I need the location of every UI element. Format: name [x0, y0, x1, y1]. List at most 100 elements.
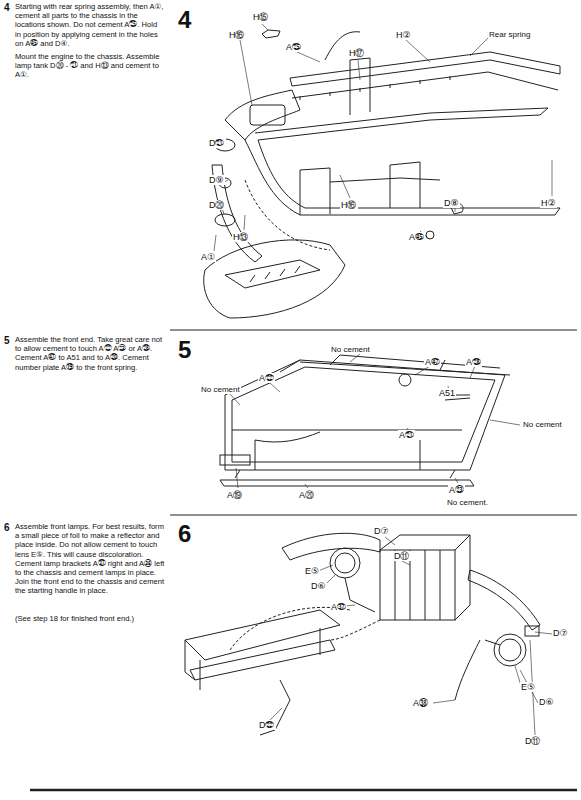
drawn-stroke	[190, 640, 335, 680]
callout-number: D㉒	[258, 720, 276, 730]
instruction-text: Mount the engine to the chassis. Assembl…	[15, 52, 165, 80]
drawn-stroke	[185, 610, 340, 660]
drawn-stroke	[220, 480, 474, 486]
drawn-stroke	[292, 72, 558, 98]
step-number: 6	[4, 522, 10, 533]
drawn-stroke	[305, 484, 308, 488]
instruction-text: Assemble front lamps. For best results, …	[15, 522, 165, 596]
drawn-stroke	[535, 632, 552, 634]
drawn-stroke	[262, 24, 268, 30]
drawn-stroke	[330, 178, 440, 182]
drawn-stroke	[225, 260, 320, 288]
part-note: Rear spring	[488, 30, 531, 39]
drawn-stroke	[230, 394, 240, 405]
drawn-stroke	[520, 670, 538, 703]
drawn-stroke	[385, 537, 395, 545]
instruction-text: Assemble the front end. Take great care …	[15, 335, 165, 372]
drawn-stroke	[350, 354, 360, 362]
callout-number: H⑮	[252, 12, 270, 22]
drawn-stroke	[245, 180, 330, 250]
chassis-drawing	[204, 30, 560, 318]
callout-number: A㊺	[408, 232, 425, 242]
drawn-stroke	[335, 553, 355, 573]
leader-lines	[214, 24, 552, 735]
drawn-stroke	[358, 60, 360, 80]
drawn-stroke	[270, 708, 282, 720]
callout-number: D㉑	[208, 138, 226, 148]
drawn-stroke	[402, 561, 410, 565]
step-number: 4	[4, 2, 10, 13]
drawn-stroke	[340, 355, 500, 368]
drawn-stroke	[433, 700, 455, 703]
callout-number: H⑯	[340, 200, 358, 210]
drawn-stroke	[552, 160, 553, 196]
callout-number: D⑦	[552, 628, 569, 638]
drawn-stroke	[340, 175, 350, 198]
drawn-stroke	[204, 240, 345, 318]
drawn-stroke	[170, 515, 577, 516]
instruction-text: (See step 18 for finished front end.)	[15, 614, 165, 623]
drawn-stroke	[470, 366, 475, 378]
drawn-stroke	[426, 231, 434, 239]
drawn-stroke	[380, 550, 455, 620]
callout-number: D⑥	[310, 581, 327, 591]
callout-number: H②	[540, 198, 557, 208]
drawn-stroke	[470, 38, 488, 56]
drawn-stroke	[494, 634, 526, 666]
callout-number: A㊲	[330, 602, 347, 612]
drawn-stroke	[255, 108, 548, 140]
callout-number: H⑯	[228, 30, 246, 40]
step-heading: 5	[178, 338, 191, 362]
drawn-stroke	[214, 235, 216, 251]
callout-number: A㉓	[448, 485, 465, 495]
drawn-stroke	[244, 215, 245, 230]
callout-number: D⑳	[208, 200, 226, 210]
drawn-stroke	[490, 420, 520, 425]
drawn-stroke	[455, 208, 456, 212]
callout-number: E⑤	[520, 682, 536, 692]
callout-number: H⑰	[348, 48, 366, 58]
drawn-stroke	[406, 40, 430, 62]
callout-number: A㉘	[465, 357, 482, 367]
callout-number: H⑬	[232, 232, 250, 242]
lamps-drawing	[185, 533, 540, 735]
drawn-stroke	[499, 639, 521, 661]
drawn-stroke	[297, 52, 320, 62]
drawn-stroke	[240, 40, 252, 105]
callout-number: D⑨	[208, 175, 225, 185]
step-heading: 6	[178, 522, 191, 546]
drawn-stroke	[300, 162, 420, 215]
drawn-stroke	[455, 640, 500, 700]
drawn-stroke	[270, 383, 280, 392]
drawn-stroke	[232, 430, 462, 470]
callout-number: D⑦	[373, 526, 390, 536]
callout-number: D⑪	[524, 736, 542, 746]
callout-number: A⑲	[226, 490, 243, 500]
drawn-stroke	[220, 455, 250, 465]
callout-number: A㉕	[285, 42, 302, 52]
drawn-stroke	[380, 535, 470, 620]
callout-number: D⑪	[393, 551, 411, 561]
drawn-stroke	[245, 140, 560, 215]
drawn-stroke	[330, 620, 380, 640]
part-note: No cement	[200, 385, 241, 394]
step-heading: 4	[178, 8, 191, 32]
drawn-stroke	[225, 360, 505, 470]
callout-number: A㊳	[412, 698, 429, 708]
drawn-stroke	[250, 105, 285, 125]
callout-number: A⑳	[298, 490, 315, 500]
drawn-stroke	[345, 578, 375, 612]
drawn-stroke	[318, 565, 333, 571]
drawn-stroke	[185, 640, 195, 680]
drawn-stroke	[350, 58, 370, 115]
part-note: No cement	[330, 345, 371, 354]
drawn-stroke	[236, 468, 238, 488]
front-end-drawing	[220, 355, 510, 486]
drawn-stroke	[300, 76, 450, 100]
callout-number: E⑤	[304, 566, 320, 576]
drawn-stroke	[230, 607, 350, 650]
drawn-stroke	[170, 330, 577, 331]
drawn-stroke	[200, 628, 320, 690]
callout-number: A㉒	[258, 373, 275, 383]
